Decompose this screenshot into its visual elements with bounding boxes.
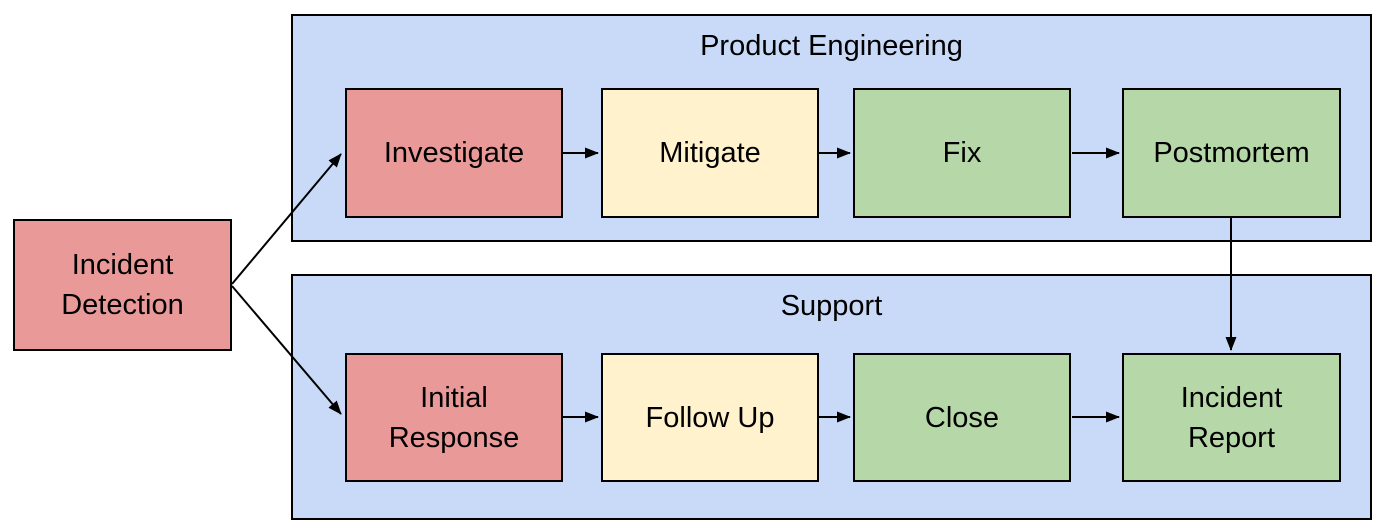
node-investigate: Investigate xyxy=(345,88,563,218)
lane-title-support: Support xyxy=(780,290,883,322)
node-close: Close xyxy=(853,353,1071,482)
node-postmortem: Postmortem xyxy=(1122,88,1341,218)
node-fix: Fix xyxy=(853,88,1071,218)
lane-title-product-engineering: Product Engineering xyxy=(700,30,963,62)
node-mitigate: Mitigate xyxy=(601,88,819,218)
lane-support: Support Initial Response Follow Up Close… xyxy=(291,274,1372,520)
node-initial-response: Initial Response xyxy=(345,353,563,482)
lane-product-engineering: Product Engineering Investigate Mitigate… xyxy=(291,14,1372,242)
node-follow-up: Follow Up xyxy=(601,353,819,482)
node-incident-report: Incident Report xyxy=(1122,353,1341,482)
node-incident-detection: Incident Detection xyxy=(13,219,232,351)
